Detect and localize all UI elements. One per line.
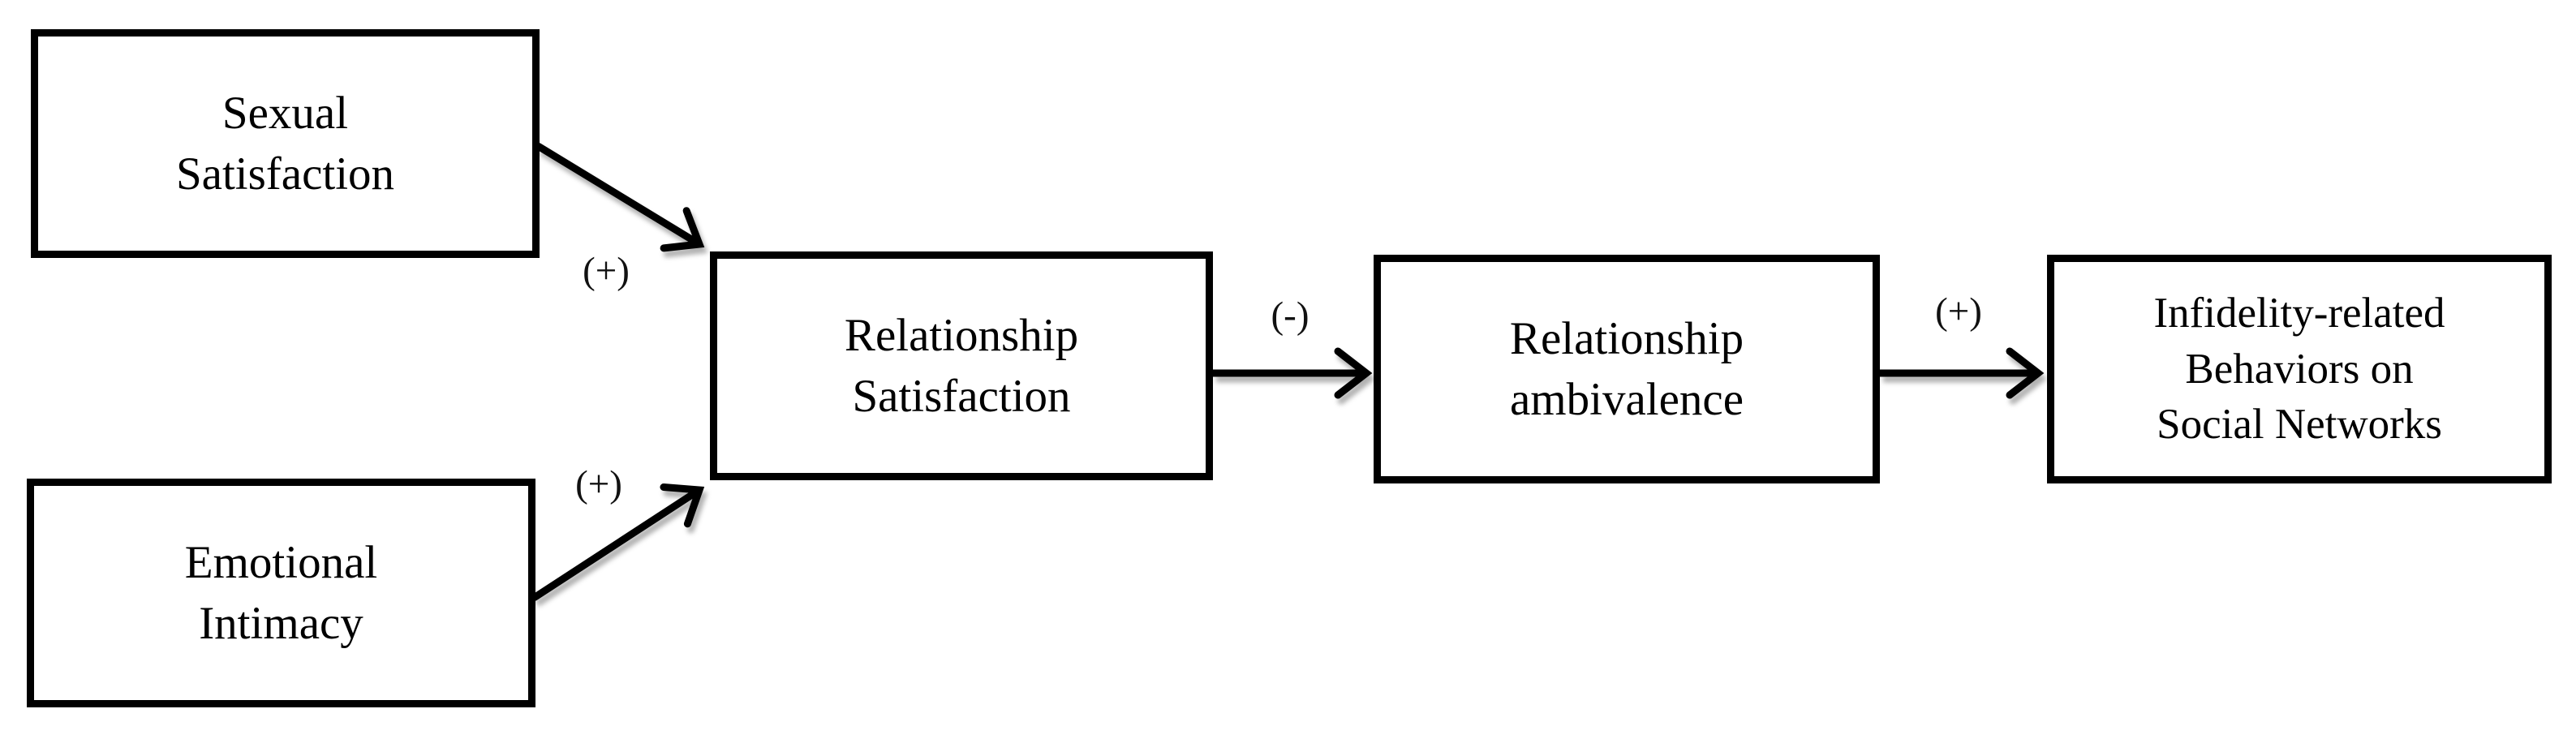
node-label-line: Emotional: [184, 536, 378, 588]
node-label-line: Social Networks: [2157, 401, 2442, 449]
arrow-sexual-to-relsatisfaction: [535, 143, 705, 252]
node-label-line: ambivalence: [1509, 374, 1744, 425]
node-label-line: Infidelity-related: [2153, 289, 2445, 337]
node-relationship-satisfaction: Relationship Satisfaction: [710, 251, 1213, 480]
edge-sign-ambivalence-positive: (+): [1935, 290, 1982, 333]
node-label-line: Satisfaction: [852, 371, 1071, 422]
node-label-line: Relationship: [844, 309, 1079, 361]
node-label-line: Relationship: [1509, 312, 1744, 364]
edge-sign-satisfaction-negative: (-): [1271, 294, 1310, 337]
node-label-line: Behaviors on: [2185, 345, 2414, 393]
node-label-line: Intimacy: [199, 598, 363, 649]
node-label-line: Sexual: [221, 87, 349, 139]
node-sexual-satisfaction: Sexual Satisfaction: [31, 29, 540, 258]
node-infidelity-behaviors: Infidelity-related Behaviors on Social N…: [2047, 255, 2552, 483]
node-label-line: Satisfaction: [175, 148, 395, 200]
edge-sign-sexual-positive: (+): [583, 250, 630, 292]
node-emotional-intimacy: Emotional Intimacy: [27, 479, 535, 707]
edge-sign-emotional-positive: (+): [575, 463, 622, 505]
node-relationship-ambivalence: Relationship ambivalence: [1374, 255, 1880, 483]
